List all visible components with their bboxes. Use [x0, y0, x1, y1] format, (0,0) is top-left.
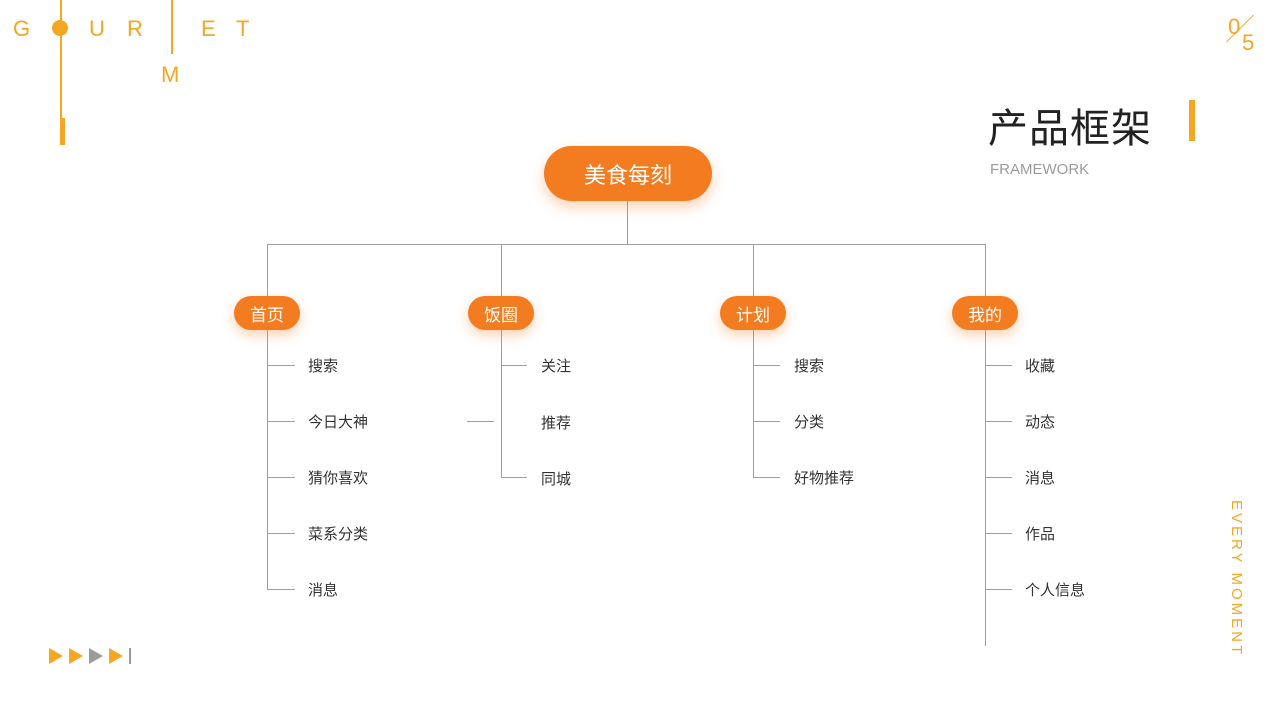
logo-letter-r: R [127, 16, 143, 41]
category-3-spine [753, 330, 754, 478]
leaf-tick [267, 365, 295, 366]
leaf-item: 搜索 [794, 357, 825, 375]
leaf-tick [985, 477, 1012, 478]
leaf-item: 猜你喜欢 [308, 469, 369, 487]
leaf-item: 关注 [541, 357, 572, 375]
branch-drop-4 [985, 244, 986, 296]
side-text: EVERY MOMENT [1228, 500, 1245, 658]
leaf-tick [985, 533, 1012, 534]
leaf-tick [753, 365, 780, 366]
leaf-tick [985, 365, 1012, 366]
leaf-tick [267, 477, 295, 478]
leaf-item: 推荐 [541, 414, 572, 432]
leaf-tick [501, 365, 527, 366]
leaf-tick [267, 589, 295, 590]
leaf-tick-left [467, 421, 494, 422]
leaf-tick [753, 421, 780, 422]
leaf-tick [501, 477, 527, 478]
category-1-spine [267, 330, 268, 589]
title-accent-bar [1189, 100, 1195, 141]
leaf-item: 今日大神 [308, 413, 369, 431]
play-arrow-icon [49, 648, 63, 664]
page-number-total: 5 [1242, 30, 1255, 55]
leaf-tick [753, 477, 780, 478]
category-node-mine: 我的 [952, 296, 1018, 330]
logo-letter-u: U [89, 16, 105, 41]
leaf-item: 分类 [794, 413, 825, 431]
category-node-foodcircle: 饭圈 [468, 296, 534, 330]
leaf-item: 个人信息 [1025, 581, 1086, 599]
play-arrow-icon [89, 648, 103, 664]
logo-letter-t: T [236, 16, 250, 41]
page-title: 产品框架 [988, 106, 1152, 152]
leaf-item: 同城 [541, 470, 572, 488]
end-bar-icon [129, 648, 131, 664]
leaf-tick [985, 589, 1012, 590]
branch-drop-1 [267, 244, 268, 296]
leaf-item: 搜索 [308, 357, 339, 375]
category-2-spine [501, 330, 502, 478]
leaf-item: 好物推荐 [794, 469, 855, 487]
leaf-item: 动态 [1025, 413, 1056, 431]
branch-horizontal-line [267, 244, 985, 245]
logo-divider-line [171, 0, 173, 54]
branch-drop-3 [753, 244, 754, 296]
leaf-tick [267, 533, 295, 534]
leaf-tick [267, 421, 295, 422]
category-node-home: 首页 [234, 296, 300, 330]
logo-letter-e: E [201, 16, 216, 41]
logo-vertical-line [60, 0, 62, 120]
branch-drop-2 [501, 244, 502, 296]
leaf-tick [985, 421, 1012, 422]
leaf-item: 作品 [1025, 525, 1056, 543]
logo-letter-m: M [161, 62, 180, 87]
logo-accent-bar [60, 118, 65, 145]
leaf-item: 消息 [1025, 469, 1056, 487]
leaf-item: 消息 [308, 581, 339, 599]
leaf-item: 收藏 [1025, 357, 1056, 375]
leaf-item: 菜系分类 [308, 525, 369, 543]
page-subtitle: FRAMEWORK [990, 161, 1090, 178]
category-4-spine [985, 330, 986, 646]
root-connector [627, 201, 628, 245]
logo-letter-g: G [13, 16, 31, 41]
play-arrow-icon [109, 648, 123, 664]
root-node: 美食每刻 [544, 146, 712, 201]
play-arrow-icon [69, 648, 83, 664]
page-number-current: 0 [1228, 14, 1241, 39]
category-node-plan: 计划 [720, 296, 786, 330]
